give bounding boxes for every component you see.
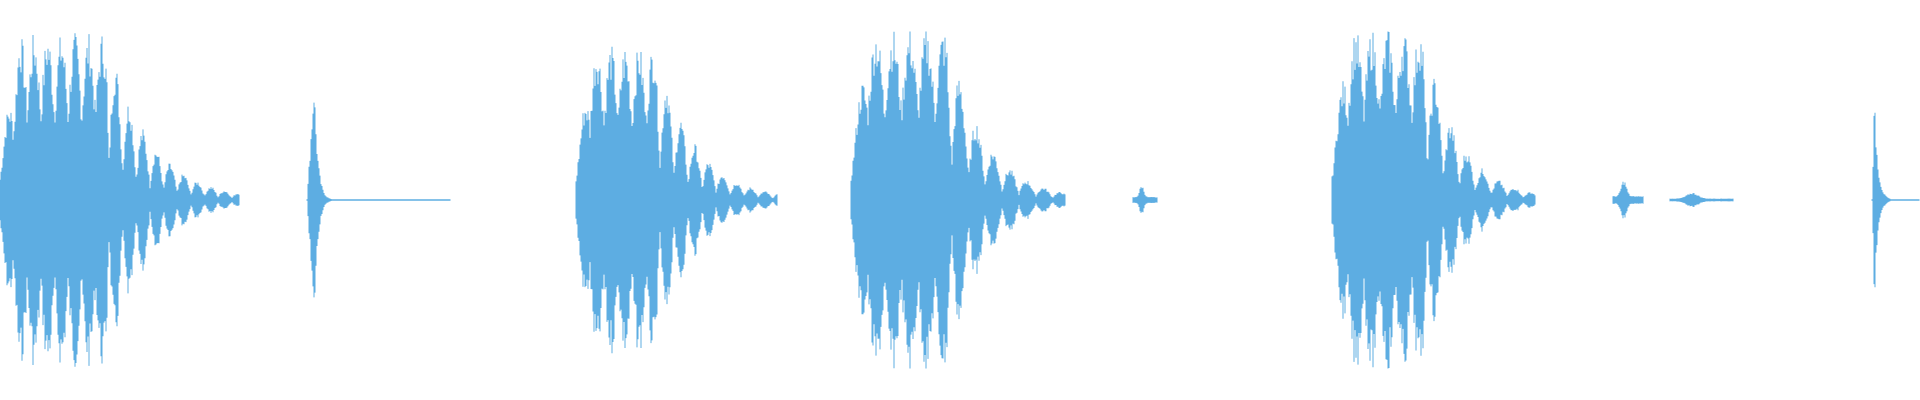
waveform-segment-path [0, 33, 240, 367]
waveform-segment-path [1132, 187, 1158, 213]
waveform-bars [0, 31, 1920, 369]
waveform-segment [1132, 187, 1158, 213]
waveform-segment-path [1669, 193, 1734, 207]
waveform-segment-path [1331, 31, 1536, 369]
waveform-segment-path [850, 31, 1066, 369]
waveform-segment-path [306, 102, 451, 298]
waveform-segment [1612, 181, 1644, 219]
waveform-segment [0, 33, 240, 367]
waveform-segment [1871, 112, 1920, 288]
waveform-segment-path [1612, 181, 1644, 219]
waveform-segment [1331, 31, 1536, 369]
waveform-segment [306, 102, 451, 298]
waveform-segment [850, 31, 1066, 369]
waveform-segment [1669, 193, 1734, 207]
waveform-segment-path [575, 46, 778, 354]
waveform-segment-path [1871, 112, 1920, 288]
waveform-segment [575, 46, 778, 354]
